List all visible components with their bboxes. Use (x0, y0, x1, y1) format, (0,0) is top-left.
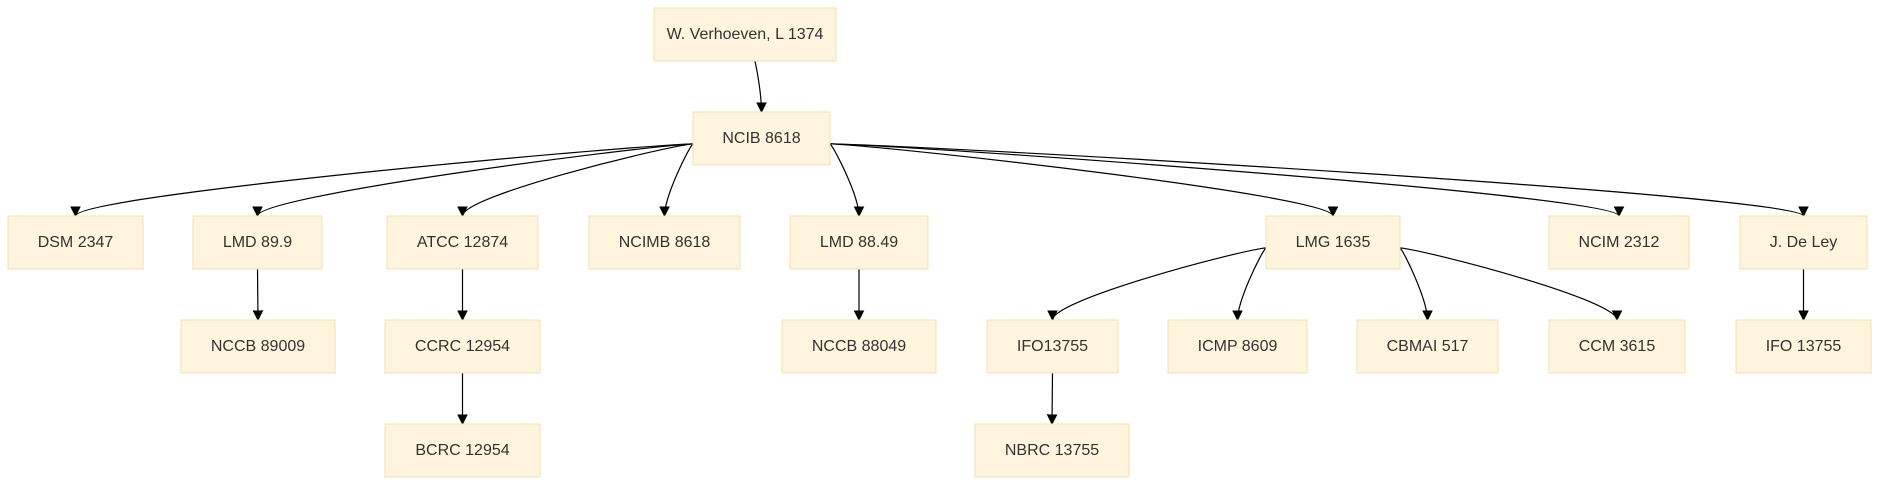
node-label: IFO 13755 (1766, 338, 1842, 355)
node-label: NBRC 13755 (1005, 442, 1099, 459)
node-label: ICMP 8609 (1198, 338, 1278, 355)
node-atcc: ATCC 12874 (386, 215, 539, 270)
node-label: LMG 1635 (1296, 234, 1371, 251)
node-label: NCIB 8618 (722, 130, 800, 147)
edge-ncib-to-lmd899 (252, 143, 694, 218)
node-ncim: NCIM 2312 (1548, 215, 1690, 270)
edge-ncib-to-ncim (829, 143, 1625, 218)
edge-lmd899-to-nccb89009 (252, 268, 264, 322)
edge-root-to-ncib (754, 60, 767, 114)
node-label: LMD 88.49 (820, 234, 898, 251)
edge-lmg-to-ifo13755a (1047, 247, 1267, 322)
node-ncib: NCIB 8618 (692, 111, 831, 166)
edge-ncib-to-deley (829, 143, 1809, 218)
node-label: NCIM 2312 (1579, 234, 1660, 251)
node-ccm: CCM 3615 (1548, 319, 1686, 374)
edge-ncib-to-lmg (829, 143, 1339, 218)
node-ncimb: NCIMB 8618 (588, 215, 741, 270)
node-label: CCM 3615 (1579, 338, 1656, 355)
node-label: NCIMB 8618 (619, 234, 711, 251)
node-nccb89009: NCCB 89009 (180, 319, 336, 374)
node-label: J. De Ley (1770, 234, 1838, 251)
node-dsm: DSM 2347 (7, 215, 144, 270)
node-ccrc: CCRC 12954 (384, 319, 541, 374)
edges (70, 60, 1809, 426)
node-label: CCRC 12954 (415, 338, 510, 355)
edge-ifo13755a-to-nbrc (1046, 372, 1058, 426)
nodes: W. Verhoeven, L 1374 NCIB 8618 DSM 2347 … (7, 7, 1872, 478)
node-label: DSM 2347 (38, 234, 114, 251)
node-label: BCRC 12954 (415, 442, 509, 459)
edge-ncib-to-lmd8849 (829, 143, 865, 218)
edge-lmg-to-ccm (1399, 247, 1623, 322)
node-lmd899: LMD 89.9 (192, 215, 323, 270)
node-label: IFO13755 (1017, 338, 1088, 355)
node-ifo13755b: IFO 13755 (1735, 319, 1872, 374)
node-label: ATCC 12874 (417, 234, 508, 251)
edge-lmg-to-icmp (1232, 247, 1267, 322)
node-root: W. Verhoeven, L 1374 (653, 7, 837, 62)
node-deley: J. De Ley (1739, 215, 1868, 270)
node-label: NCCB 89009 (211, 338, 305, 355)
edge-lmg-to-cbmai (1399, 247, 1433, 322)
edge-ncib-to-ncimb (659, 143, 694, 218)
node-label: NCCB 88049 (812, 338, 906, 355)
node-bcrc: BCRC 12954 (384, 423, 541, 478)
node-nccb88049: NCCB 88049 (781, 319, 937, 374)
node-label: W. Verhoeven, L 1374 (667, 26, 824, 43)
edge-ncib-to-atcc (457, 143, 694, 218)
node-cbmai: CBMAI 517 (1356, 319, 1499, 374)
node-lmd8849: LMD 88.49 (789, 215, 929, 270)
node-label: LMD 89.9 (223, 234, 292, 251)
node-icmp: ICMP 8609 (1167, 319, 1308, 374)
node-lmg: LMG 1635 (1265, 215, 1401, 270)
node-nbrc: NBRC 13755 (974, 423, 1130, 478)
node-label: CBMAI 517 (1387, 338, 1469, 355)
edge-ncib-to-dsm (70, 143, 694, 218)
node-ifo13755a: IFO13755 (986, 319, 1119, 374)
